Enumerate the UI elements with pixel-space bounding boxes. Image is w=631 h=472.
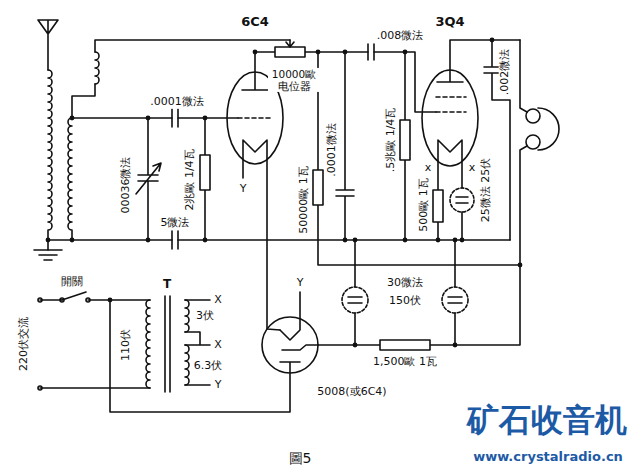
ground-symbol: [34, 250, 62, 260]
electrolytic-capacitor: [342, 287, 368, 313]
antenna-coil: [48, 70, 52, 250]
switch-label: 開關: [60, 276, 84, 289]
terminal-name: Y: [296, 277, 305, 290]
junction-dots: [46, 38, 523, 348]
component-value: 30微法: [386, 277, 424, 290]
tube-type: 3Q4: [434, 15, 465, 30]
transformer-secondary: [185, 300, 189, 385]
resistor-symbol: [400, 120, 410, 160]
terminal-name: Y: [214, 379, 223, 392]
wire: [48, 239, 510, 241]
potentiometer-symbol: [275, 47, 305, 57]
voltage-label: 110伏: [120, 328, 133, 362]
part-name: T: [162, 278, 172, 292]
transformer-core: [165, 296, 170, 392]
watermark: www.crystalradio.cn: [472, 450, 624, 465]
variable-capacitor: [136, 118, 161, 240]
component-value: .002微法: [499, 48, 512, 97]
resistor-symbol: [433, 190, 443, 222]
transformer-primary: [146, 300, 150, 388]
resistor-symbol: [380, 340, 430, 350]
electrolytic-capacitor: [442, 287, 468, 313]
terminal-name: x: [468, 162, 477, 175]
component-value: .5兆歐 1/4瓦: [385, 107, 398, 174]
capacitor-symbol: [172, 109, 178, 127]
tuning-coil: [68, 118, 72, 240]
component-value: 2兆歐 1/4瓦: [184, 148, 197, 211]
potentiometer-wiper: [286, 40, 294, 47]
wire: [318, 52, 520, 265]
voltage-label: 6.3伏: [193, 360, 224, 373]
voltage-label: 220伏交流: [18, 316, 31, 372]
switch-contact: [60, 298, 64, 302]
electrolytic-capacitor: [450, 188, 474, 212]
tube-type: 6C4: [240, 15, 270, 30]
mains-terminal: [38, 298, 42, 302]
watermark: 矿石收音机: [466, 402, 628, 439]
tube-grid: [436, 97, 466, 112]
tube-plate: [242, 52, 268, 90]
component-value: .0001微法: [326, 122, 339, 178]
switch-symbol: [62, 292, 86, 300]
headphone-symbol: [526, 109, 540, 123]
antenna-symbol: [38, 20, 58, 70]
headphone-band: [538, 108, 559, 150]
component-value: .008微法: [376, 30, 425, 43]
terminal-name: X: [213, 294, 223, 307]
component-value: 25微法 25伏: [480, 157, 493, 224]
tube-plate: [110, 300, 300, 412]
component-value: 00036微法: [120, 156, 133, 215]
switch-contact: [86, 298, 90, 302]
terminal-name: X: [213, 339, 223, 352]
resistor-symbol: [313, 170, 323, 205]
voltage-label: 3伏: [195, 310, 215, 323]
component-value: 10000歐 电位器: [268, 68, 320, 92]
wire: [40, 300, 150, 388]
component-value: 150伏: [388, 295, 422, 308]
wire: [455, 40, 527, 345]
component-value: 500歐 1瓦: [418, 177, 431, 233]
wire: [318, 240, 455, 345]
headphone-symbol: [526, 135, 540, 149]
tube-filament: [280, 292, 300, 340]
component-value: 5微法: [160, 217, 191, 230]
figure-caption: 圖5: [288, 450, 313, 466]
tickler-coil: [95, 52, 99, 84]
capacitor-symbol: [172, 231, 178, 249]
mains-terminal: [38, 386, 42, 390]
terminal-name: Y: [239, 183, 248, 196]
tube-filament: [243, 140, 280, 330]
terminal-name: x: [424, 162, 433, 175]
capacitor-symbol: [456, 197, 468, 203]
component-value: .0001微法: [149, 96, 205, 109]
component-value: 50000歐 1瓦: [298, 165, 311, 235]
capacitor-symbol: [368, 44, 374, 60]
component-value: 1,500歐 1瓦: [372, 356, 438, 369]
tube-cathode: [282, 345, 318, 350]
resistor-symbol: [200, 155, 210, 190]
wire: [72, 40, 290, 118]
capacitor-symbol: [336, 52, 354, 240]
tube-type: 5008(或6C4): [316, 386, 387, 399]
tube-grid: [238, 117, 272, 119]
